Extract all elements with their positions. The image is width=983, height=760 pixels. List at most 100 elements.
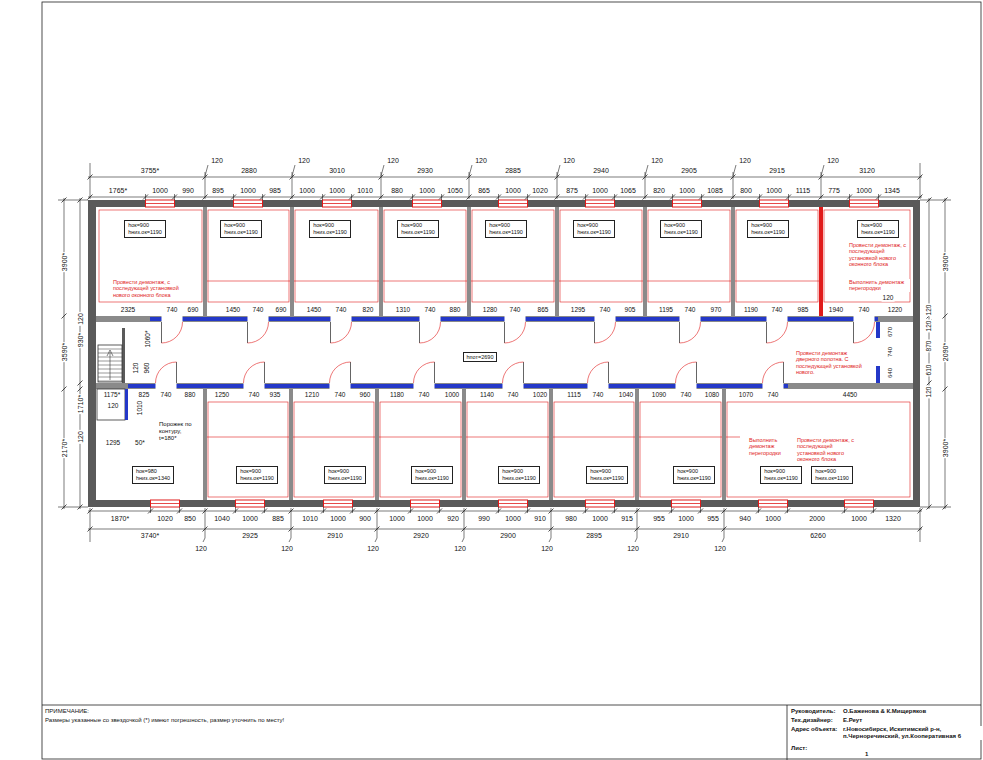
dimension-line — [700, 507, 701, 513]
dimension-tick — [918, 175, 923, 180]
partition-wall — [643, 207, 647, 316]
dimension-label: 1000 — [504, 187, 522, 194]
dimension-label: 120 — [77, 430, 84, 444]
dimension-line — [920, 200, 951, 201]
dimension-tick — [462, 527, 467, 532]
dimension-tick — [379, 195, 384, 200]
dimension-tick — [231, 195, 236, 200]
dimension-label: 990 — [477, 515, 491, 522]
dimension-line — [323, 507, 324, 513]
leader-line — [469, 165, 472, 176]
partition-wall — [462, 389, 466, 500]
dimension-label: 1115 — [795, 187, 812, 194]
door-leaf — [504, 322, 505, 343]
dimension-tick — [408, 509, 413, 514]
dimension-label: 1000 — [151, 187, 169, 194]
dimension-label: 825 — [138, 392, 151, 399]
leader-line — [645, 165, 648, 176]
dimension-label: 2170* — [61, 438, 68, 458]
dimension-tick — [233, 509, 238, 514]
dimension-tick — [612, 195, 617, 200]
height-text: hниз.ок=1190 — [313, 229, 347, 236]
dimension-tick — [262, 509, 267, 514]
height-text: hниз.ок=1190 — [502, 475, 536, 482]
dimension-tick — [612, 509, 617, 514]
room-outline — [736, 210, 818, 302]
leader-line — [205, 165, 208, 176]
window — [586, 200, 615, 207]
door-leaf — [523, 362, 524, 383]
dimension-label: 920 — [446, 515, 460, 522]
window-height-box: hок=900hниз.ок=1190 — [236, 466, 278, 484]
dimension-line — [844, 507, 845, 513]
sheet-frame — [42, 2, 981, 759]
window — [151, 503, 180, 504]
window — [146, 200, 175, 207]
dimension-tick — [943, 505, 948, 510]
dimension-label: 910 — [533, 515, 547, 522]
title-block-value: О.Баженова & К.Мищеряков — [842, 708, 927, 714]
door-arc — [676, 362, 697, 383]
dimension-label: 740 — [684, 307, 697, 314]
note-text: Размеры указанные со звездочкой (*) имею… — [44, 717, 285, 723]
dimension-label: 1000 — [677, 515, 695, 522]
door-arc — [595, 322, 616, 343]
dimension-label: 1310 — [395, 307, 411, 314]
dimension-label: 870 — [926, 340, 933, 353]
dimension-label: 740 — [858, 307, 871, 314]
door-leaf — [679, 322, 680, 343]
dimension-label: 1000 — [239, 187, 257, 194]
dimension-label: 120 — [882, 295, 895, 302]
room-outline — [294, 402, 374, 497]
dimension-line — [150, 507, 151, 513]
dimension-label: 3740* — [140, 532, 160, 539]
dimension-label: 820 — [362, 307, 375, 314]
dimension-tick — [203, 509, 208, 514]
dimension-line — [920, 508, 921, 542]
window-height-box: hок=900hниз.ок=1190 — [309, 220, 351, 238]
dimension-tick — [635, 509, 640, 514]
dimension-line — [724, 508, 725, 538]
ceiling-height-box: hпот=2690 — [463, 352, 498, 363]
door-opening — [248, 315, 269, 323]
dimension-label: 3755* — [140, 167, 160, 174]
dimension-label: 1140 — [479, 392, 495, 399]
dimension-tick — [88, 509, 93, 514]
partition-wall — [555, 207, 559, 316]
door-opening — [330, 382, 351, 390]
dimension-label: 4450 — [842, 392, 858, 399]
dimension-tick — [943, 198, 948, 203]
dimension-label: 1060* — [145, 330, 152, 349]
dimension-label: 1000 — [298, 187, 316, 194]
dimension-line — [557, 172, 558, 199]
dimension-label: 1000 — [328, 187, 346, 194]
dimension-label: 120 — [453, 545, 467, 552]
window-height-box: hок=900hниз.ок=1190 — [660, 220, 702, 238]
dimension-tick — [375, 509, 380, 514]
dimension-tick — [842, 509, 847, 514]
dimension-label: 740 — [252, 307, 265, 314]
dimension-label: 740 — [507, 392, 520, 399]
dimension-label: 740 — [592, 392, 605, 399]
door-arc — [331, 322, 352, 343]
height-text: hок=900 — [224, 222, 258, 229]
dimension-label: 960 — [359, 392, 372, 399]
dimension-label: 865 — [537, 307, 550, 314]
dimension-label: 120 — [474, 157, 488, 164]
window — [499, 503, 528, 504]
dimension-line — [929, 198, 930, 509]
door-arc — [854, 322, 875, 343]
door-opening — [505, 315, 526, 323]
door-opening — [854, 315, 875, 323]
dimension-tick — [143, 195, 148, 200]
door-leaf — [608, 362, 609, 383]
note-text: Порожек по контуру, t=180* — [158, 421, 200, 442]
window — [499, 500, 528, 507]
dimension-label: 1280 — [482, 307, 498, 314]
window — [845, 500, 874, 507]
door-leaf — [350, 362, 351, 383]
window — [845, 503, 874, 504]
height-text: hок=980 — [136, 468, 170, 475]
dimension-label: 120 — [926, 320, 933, 333]
